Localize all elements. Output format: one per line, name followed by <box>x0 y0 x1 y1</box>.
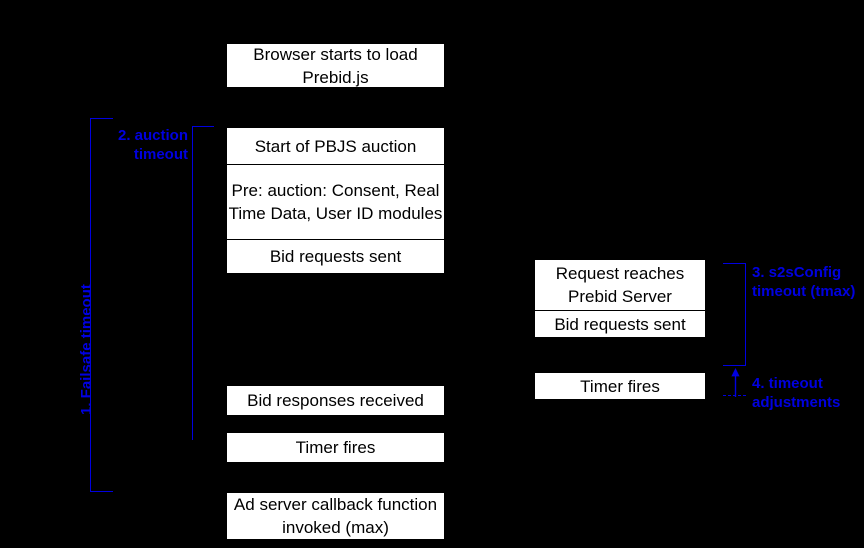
process-box-ad-server-callback: Ad server callback function invoked (max… <box>226 492 445 540</box>
process-box-bid-responses-received: Bid responses received <box>226 385 445 416</box>
annotation-label-timeout-adjustments: 4. timeout adjustments <box>752 375 841 411</box>
process-box-auction-start: Start of PBJS auction <box>226 127 445 165</box>
annotation-label-auction-timeout: 2. auction timeout <box>117 127 188 163</box>
process-box-request-reaches-server: Request reaches Prebid Server <box>534 259 706 311</box>
s2sconfig-bracket-bottom-tick <box>723 365 746 366</box>
process-box-bid-requests-sent: Bid requests sent <box>226 240 445 274</box>
process-box-pre-auction-modules: Pre: auction: Consent, Real Time Data, U… <box>226 165 445 240</box>
failsafe-bracket-bottom-tick <box>90 491 113 492</box>
timeout-adjustments-dashed-tick <box>723 395 746 396</box>
failsafe-bracket-top-tick <box>90 118 113 119</box>
process-box-timer-fires: Timer fires <box>226 432 445 463</box>
process-box-server-timer-fires: Timer fires <box>534 372 706 400</box>
annotation-label-s2sconfig-timeout: 3. s2sConfig timeout (tmax) <box>752 264 856 300</box>
auction-timeout-bracket-top-tick <box>192 126 214 127</box>
process-box-server-bid-requests-sent: Bid requests sent <box>534 311 706 338</box>
timeout-adjustments-up-arrow-icon <box>731 368 740 397</box>
process-box-browser-load: Browser starts to load Prebid.js <box>226 43 445 88</box>
s2sconfig-bracket-top-tick <box>723 263 746 264</box>
annotation-label-failsafe-timeout: 1. Failsafe timeout <box>78 284 95 415</box>
failsafe-bracket-spine <box>90 118 91 492</box>
auction-timeout-bracket-spine <box>192 126 193 440</box>
s2sconfig-bracket-spine <box>745 263 746 366</box>
